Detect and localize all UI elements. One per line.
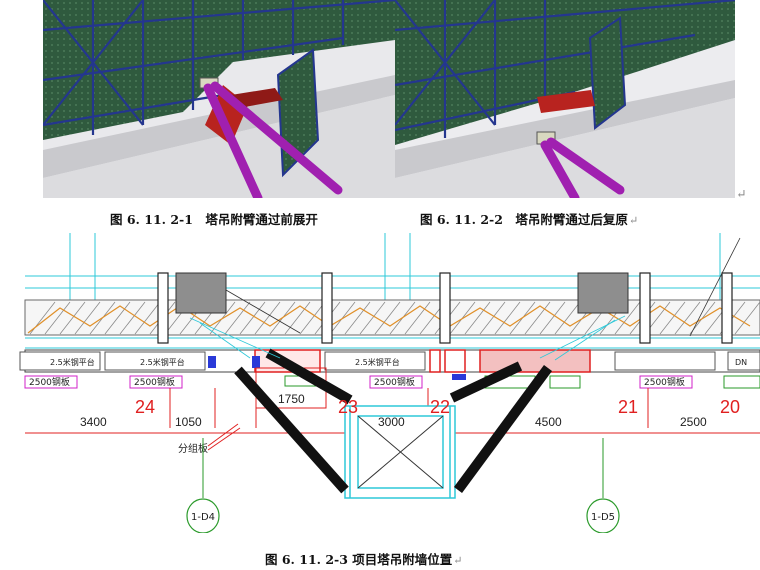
cad-drawing: 2.5米钢平台 2.5米钢平台 2.5米钢平台 DN 2500钢板 2500钢板… <box>19 233 760 533</box>
grid-lines <box>25 233 760 349</box>
figure-caption-location: 图 6. 11. 2-3 项目塔吊附墙位置↵ <box>265 549 463 568</box>
panel-tag: 2500钢板 <box>644 376 685 388</box>
axis-marker-bubble <box>586 498 620 533</box>
axis-marker-label: 1-D4 <box>191 512 215 523</box>
dimension: 1750 <box>278 392 305 406</box>
panel-tag: 2500钢板 <box>29 376 70 388</box>
tower-crane-frame <box>344 405 456 499</box>
caption-text: 图 6. 11. 2-3 项目塔吊附墙位置 <box>265 552 453 567</box>
render-before <box>43 0 395 198</box>
panel-tags: 2500钢板 2500钢板 2500钢板 2500钢板 <box>24 375 760 389</box>
panel-tag: 2500钢板 <box>374 376 415 388</box>
dimension: 1050 <box>175 415 202 429</box>
return-mark: ↵ <box>628 214 639 227</box>
panel-label: 2.5米钢平台 <box>50 357 95 367</box>
grid-label: 22 <box>430 397 450 417</box>
panel-tag: 2500钢板 <box>134 376 175 388</box>
panel-label: 2.5米钢平台 <box>355 357 400 367</box>
dimension: 3400 <box>80 415 107 429</box>
wall-tie-arms <box>234 348 553 494</box>
panel-label: 2.5米钢平台 <box>140 357 185 367</box>
caption-text: 图 6. 11. 2-1 塔吊附臂通过前展开 <box>110 212 318 227</box>
grid-label: 21 <box>618 397 638 417</box>
annotation-label: 分组板 <box>178 442 208 455</box>
tower-block-left <box>175 272 227 314</box>
return-mark: ↵ <box>736 186 747 201</box>
grid-label: 24 <box>135 397 155 417</box>
columns <box>157 272 733 344</box>
svg-text:DN: DN <box>735 358 747 367</box>
grid-label: 20 <box>720 397 740 417</box>
dimension: 4500 <box>535 415 562 429</box>
dimension: 2500 <box>680 415 707 429</box>
grid-label: 23 <box>338 397 358 417</box>
tower-block-right <box>577 272 629 314</box>
figure-caption-after: 图 6. 11. 2-2 塔吊附臂通过后复原↵ <box>420 209 638 228</box>
caption-text: 图 6. 11. 2-2 塔吊附臂通过后复原 <box>420 212 628 227</box>
return-mark: ↵ <box>453 554 463 567</box>
figure-caption-before: 图 6. 11. 2-1 塔吊附臂通过前展开 <box>110 209 318 228</box>
render-after <box>395 0 735 198</box>
axis-marker-label: 1-D5 <box>591 512 615 523</box>
axis-marker-bubble <box>186 498 220 533</box>
dimension: 3000 <box>378 415 405 429</box>
